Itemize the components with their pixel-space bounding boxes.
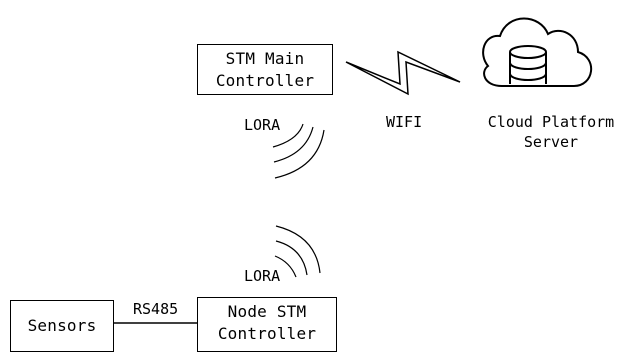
rs485-label: RS485 xyxy=(133,300,179,318)
lora-top-label: LORA xyxy=(244,116,281,134)
lora-wave-bottom-icon xyxy=(274,225,321,278)
cloud-label-line2: Server xyxy=(523,133,579,151)
node-controller-line1: Node STM xyxy=(227,302,307,321)
main-controller-line2: Controller xyxy=(215,70,315,90)
sensors-box: Sensors xyxy=(10,300,114,352)
node-controller-line2: Controller xyxy=(217,324,317,343)
wifi-label: WIFI xyxy=(386,113,423,131)
wifi-link-icon xyxy=(345,50,461,96)
cloud-server-label: Cloud Platform Server xyxy=(476,112,626,152)
stm-main-controller-box: STM Main Controller xyxy=(197,44,333,95)
node-stm-controller-box: Node STM Controller xyxy=(197,297,337,352)
lora-wave-top-icon xyxy=(272,123,325,179)
sensors-label: Sensors xyxy=(27,316,97,335)
cloud-database-icon xyxy=(482,17,593,87)
cloud-label-line1: Cloud Platform xyxy=(487,113,615,131)
main-controller-line1: STM Main xyxy=(225,48,305,68)
lora-bottom-label: LORA xyxy=(244,267,281,285)
